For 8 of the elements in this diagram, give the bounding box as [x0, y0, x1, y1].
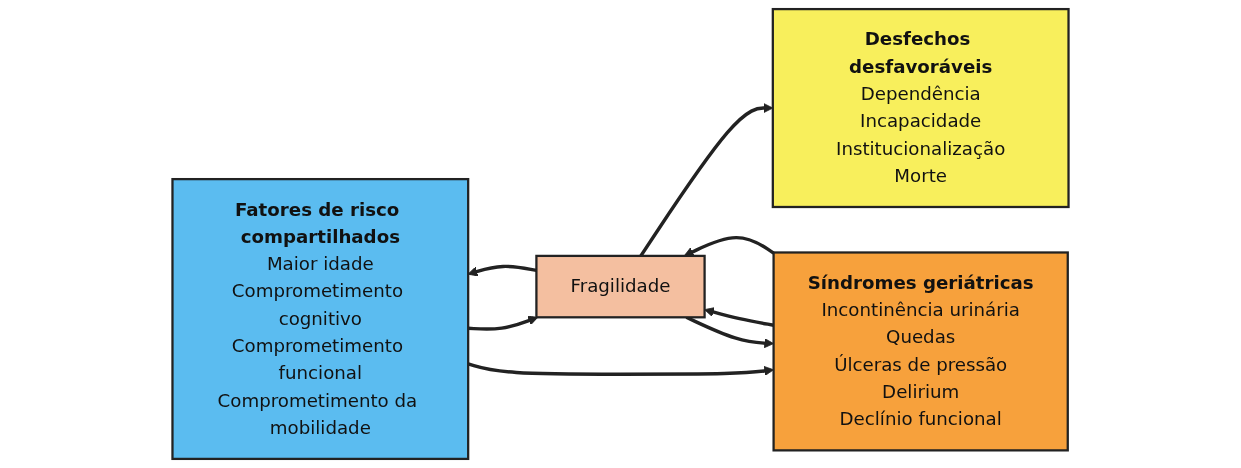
node-box: Desfechos desfavoráveis Dependência Incapacidade Institucionalização Morte — [771, 7, 1070, 209]
arrow — [468, 315, 539, 331]
arrow — [704, 307, 774, 327]
node-box: Fatores de risco compartilhados Maior idade Comprometimento cognitivo Comprometimento funcional Comprometimento da mobilidade — [171, 178, 470, 461]
node-box: Síndromes geriátricas Incontinência urinária Quedas Úlceras de pressão Delirium Declínio funcional — [772, 251, 1069, 452]
arrow — [683, 235, 775, 257]
arrow — [639, 103, 774, 257]
node-box: Fragilidade — [535, 254, 706, 319]
